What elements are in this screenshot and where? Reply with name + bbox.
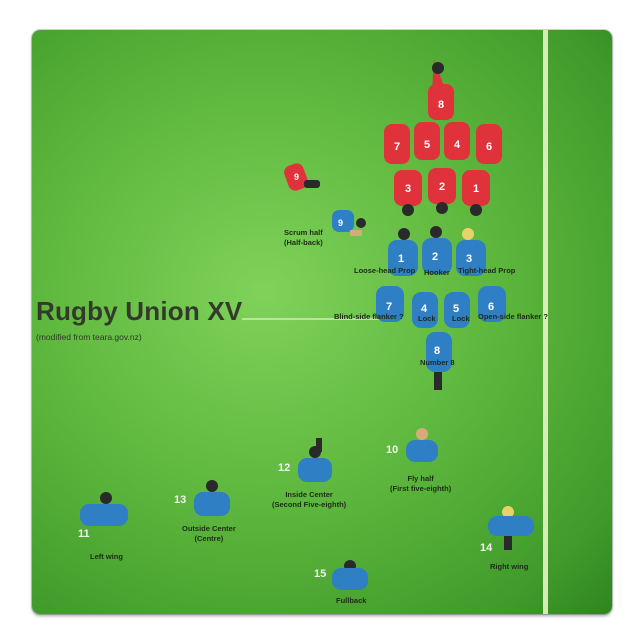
svg-text:2: 2 <box>439 181 445 193</box>
number-13: 13 <box>174 494 187 506</box>
svg-text:2: 2 <box>432 251 438 263</box>
svg-text:9: 9 <box>338 218 343 228</box>
label-lock-right: Lock <box>452 314 470 323</box>
label-loose-head-prop: Loose-head Prop <box>354 266 416 275</box>
label-left-wing: Left wing <box>90 552 123 561</box>
label-right-wing: Right wing <box>490 562 529 571</box>
coaster-field: 8 7 5 4 6 3 2 1 9 9 <box>32 30 612 614</box>
svg-text:5: 5 <box>424 139 430 151</box>
diagram-subtitle: (modified from teara.gov.nz) <box>36 332 142 342</box>
svg-text:6: 6 <box>486 141 492 153</box>
blue-backs <box>80 428 534 590</box>
number-12: 12 <box>278 462 291 474</box>
label-open-side-flanker: Open-side flanker ? <box>478 312 549 321</box>
label-tight-head-prop: Tight-head Prop <box>458 266 516 275</box>
svg-text:7: 7 <box>386 301 392 313</box>
svg-text:3: 3 <box>405 183 411 195</box>
svg-text:8: 8 <box>434 345 440 357</box>
number-10: 10 <box>386 444 399 456</box>
label-lock-left: Lock <box>418 314 436 323</box>
svg-text:3: 3 <box>466 253 472 265</box>
svg-text:7: 7 <box>394 141 400 153</box>
number-11: 11 <box>78 528 90 540</box>
svg-text:8: 8 <box>438 99 444 111</box>
diagram-title: Rugby Union XV <box>36 296 243 326</box>
svg-text:5: 5 <box>453 303 459 315</box>
svg-text:6: 6 <box>488 301 494 313</box>
field-line <box>242 318 392 320</box>
blue-scrum-half: 9 <box>332 210 366 236</box>
number-14: 14 <box>480 542 493 554</box>
label-fly-half: Fly half (First five-eighth) <box>390 474 452 494</box>
number-15: 15 <box>314 568 327 580</box>
label-inside-center: Inside Center (Second Five-eighth) <box>272 490 347 510</box>
label-blind-side-flanker: Blind-side flanker ? <box>334 312 404 321</box>
label-hooker: Hooker <box>424 268 450 277</box>
blue-scrum: 1 2 3 7 4 5 6 8 <box>376 226 506 390</box>
svg-text:4: 4 <box>421 303 428 315</box>
svg-text:1: 1 <box>473 183 479 195</box>
red-scrum-half: 9 <box>284 163 320 191</box>
label-scrum-half: Scrum half (Half-back) <box>284 228 323 248</box>
label-number-8: Number 8 <box>420 358 455 367</box>
svg-text:4: 4 <box>454 139 461 151</box>
touchline <box>543 30 548 614</box>
label-fullback: Fullback <box>336 596 367 605</box>
svg-text:1: 1 <box>398 253 404 265</box>
label-outside-center: Outside Center (Centre) <box>182 524 236 544</box>
red-scrum: 8 7 5 4 6 3 2 1 <box>384 60 502 216</box>
svg-text:9: 9 <box>294 172 299 182</box>
players-illustration: 8 7 5 4 6 3 2 1 9 9 <box>80 60 534 590</box>
